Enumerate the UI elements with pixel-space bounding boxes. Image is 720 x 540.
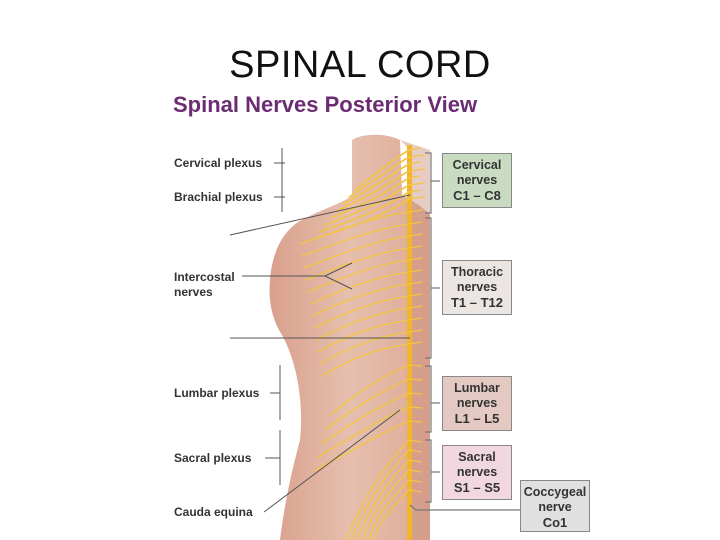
nerve-branch xyxy=(324,184,410,226)
nerve-branch xyxy=(317,406,410,458)
lumbar-line2: nerves xyxy=(456,396,498,410)
sacral-line1: Sacral xyxy=(458,450,496,464)
nerve-branch xyxy=(315,307,410,341)
lumbar-nerves-box: Lumbar nerves L1 – L5 xyxy=(442,376,512,431)
nerve-branch xyxy=(408,378,423,381)
nerve-branch xyxy=(408,221,423,225)
nerve-branch xyxy=(408,154,425,158)
label-brachial-plexus: Brachial plexus xyxy=(174,190,263,204)
nerve-branch xyxy=(321,343,410,377)
nerve-branch xyxy=(408,196,425,200)
cervical-line2: nerves xyxy=(456,173,498,187)
region-brackets xyxy=(409,152,522,511)
sacral-range: S1 – S5 xyxy=(453,480,501,495)
sacral-line2: nerves xyxy=(456,465,498,479)
nerve-branch xyxy=(350,449,410,540)
nerve-branch xyxy=(408,329,423,333)
label-intercostal-nerves: nerves xyxy=(174,285,213,299)
nerve-branch xyxy=(408,392,423,395)
nerve-branch xyxy=(408,269,423,273)
thoracic-line2: nerves xyxy=(456,280,498,294)
nerve-branch xyxy=(408,364,423,367)
nerve-branch xyxy=(408,161,421,165)
torso-silhouette xyxy=(269,134,430,540)
nerve-branch xyxy=(408,281,423,285)
nerve-branch xyxy=(305,247,410,281)
nerve-branch xyxy=(408,175,421,179)
label-sacral-plexus: Sacral plexus xyxy=(174,451,252,465)
coccygeal-range: Co1 xyxy=(542,515,568,530)
nerve-branch xyxy=(325,378,410,430)
coccygeal-line2: nerve xyxy=(538,500,572,514)
nerve-branch xyxy=(368,479,410,540)
nerve-branch xyxy=(408,168,425,172)
nerve-branch xyxy=(408,406,423,409)
thoracic-range: T1 – T12 xyxy=(450,295,504,310)
cervical-line1: Cervical xyxy=(452,158,502,172)
left-leader-lines xyxy=(229,148,411,513)
nerve-branch xyxy=(321,392,410,444)
nerve-branch xyxy=(408,245,423,249)
nerve-branch xyxy=(354,149,410,191)
nerve-branch xyxy=(408,257,423,261)
nerve-branch xyxy=(348,156,410,198)
nerve-branch xyxy=(408,439,422,443)
nerve-branch xyxy=(299,211,410,245)
nerve-branch xyxy=(362,469,410,540)
thoracic-line1: Thoracic xyxy=(450,265,504,279)
nerve-branch xyxy=(356,459,410,540)
nerve-branch xyxy=(408,341,423,345)
slide-title: SPINAL CORD xyxy=(229,44,491,86)
cervical-range: C1 – C8 xyxy=(453,188,501,203)
label-cauda-equina: Cauda equina xyxy=(174,505,253,519)
lumbar-range: L1 – L5 xyxy=(454,411,500,426)
nerve-branch xyxy=(374,489,410,540)
nerve-branch xyxy=(408,182,425,186)
nerve-branch xyxy=(408,420,423,423)
nerve-branch xyxy=(318,191,410,233)
nerve-branch xyxy=(408,317,423,321)
torso-shadow xyxy=(400,140,430,540)
label-cervical-plexus: Cervical plexus xyxy=(174,156,263,170)
nerve-branch xyxy=(303,235,410,269)
nerve-branch xyxy=(408,305,423,309)
nerve-branch xyxy=(408,469,422,473)
nerve-branch xyxy=(336,170,410,212)
nerve-branch xyxy=(313,295,410,329)
cervical-nerves-box: Cervical nerves C1 – C8 xyxy=(442,153,512,208)
spinal-cord xyxy=(407,145,412,540)
nerve-branch xyxy=(408,147,421,151)
nerve-branch xyxy=(408,233,423,237)
nerve-branch xyxy=(408,479,422,483)
label-intercostal: Intercostal xyxy=(174,270,235,284)
figure-title: Spinal Nerves Posterior View xyxy=(173,92,478,117)
nerve-branch xyxy=(330,177,410,219)
thoracic-nerves-box: Thoracic nerves T1 – T12 xyxy=(442,260,512,315)
coccygeal-line1: Coccygeal xyxy=(523,485,587,499)
nerve-branch xyxy=(408,449,422,453)
nerve-branch xyxy=(344,439,410,540)
nerve-branch xyxy=(408,189,421,193)
nerve-branch xyxy=(329,364,410,416)
nerve-branch xyxy=(311,283,410,317)
lumbar-line1: Lumbar xyxy=(454,381,500,395)
nerve-branch xyxy=(342,163,410,205)
coccygeal-nerve-box: Coccygeal nerve Co1 xyxy=(520,480,590,532)
nerve-branch xyxy=(408,459,422,463)
nerve-branch xyxy=(309,271,410,305)
nerve-branch xyxy=(313,420,410,472)
nerve-branch xyxy=(408,293,423,297)
nerve-branch xyxy=(319,331,410,365)
nerve-branch xyxy=(408,489,422,493)
sacral-nerves-box: Sacral nerves S1 – S5 xyxy=(442,445,512,500)
nerve-branch xyxy=(408,209,423,213)
nerve-branch xyxy=(317,319,410,353)
label-lumbar-plexus: Lumbar plexus xyxy=(174,386,260,400)
nerve-branches xyxy=(299,147,425,540)
nerve-branch xyxy=(307,259,410,293)
nerve-branch xyxy=(301,223,410,257)
